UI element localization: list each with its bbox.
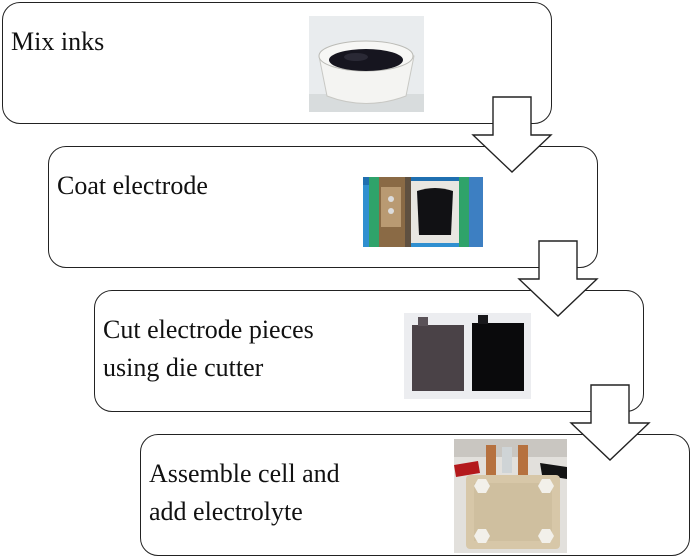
step-4-label: Assemble cell and add electrolyte xyxy=(149,459,340,526)
step-2-label: Coat electrode xyxy=(57,171,208,200)
ink-bowl-photo xyxy=(309,16,424,112)
step-3-label: Cut electrode pieces using die cutter xyxy=(103,315,314,382)
down-arrow-icon xyxy=(517,240,599,317)
coating-machine-photo xyxy=(363,177,483,247)
assembled-cell-photo xyxy=(454,439,567,553)
step-4-box: Assemble cell and add electrolyte xyxy=(140,434,690,556)
down-arrow-icon xyxy=(569,384,651,461)
step-3-box: Cut electrode pieces using die cutter xyxy=(94,290,644,412)
step-1-label: Mix inks xyxy=(11,27,105,56)
electrode-pieces-photo xyxy=(404,313,531,399)
down-arrow-icon xyxy=(471,96,553,173)
step-1-box: Mix inks xyxy=(2,2,552,124)
